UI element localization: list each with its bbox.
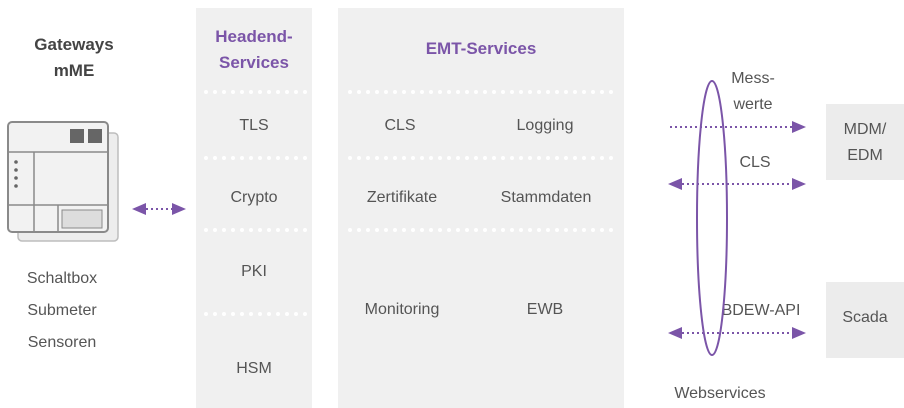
cls-arrow xyxy=(668,178,806,190)
headend-title-line1: Headend- xyxy=(215,27,293,46)
emt-item-zertifikate: Zertifikate xyxy=(366,189,438,206)
emt-services-panel xyxy=(338,8,624,408)
gateways-title-line2: mME xyxy=(53,61,95,80)
messwerte-line1: Mess- xyxy=(731,70,775,87)
mdm-edm-box xyxy=(826,104,904,180)
gateway-arrow xyxy=(132,203,186,215)
emt-title: EMT-Services xyxy=(425,39,537,58)
messwerte-label: Mess- werte xyxy=(722,66,784,118)
messwerte-line2: werte xyxy=(733,96,773,113)
bdew-arrow xyxy=(668,327,806,339)
messwerte-arrow xyxy=(670,121,806,133)
bdew-api-label: BDEW-API xyxy=(721,302,801,319)
headend-item-hsm: HSM xyxy=(236,360,272,377)
gateway-label-sensoren: Sensoren xyxy=(27,334,97,351)
gateway-label-submeter: Submeter xyxy=(27,302,97,319)
emt-item-monitoring: Monitoring xyxy=(364,301,440,318)
headend-item-tls: TLS xyxy=(239,117,269,134)
emt-item-cls: CLS xyxy=(384,117,416,134)
headend-item-crypto: Crypto xyxy=(230,189,278,206)
emt-item-stammdaten: Stammdaten xyxy=(500,189,592,206)
headend-title: Headend- Services xyxy=(196,24,312,76)
headend-title-line2: Services xyxy=(219,53,289,72)
gateways-title-line1: Gateways xyxy=(34,35,114,54)
scada-box xyxy=(826,282,904,358)
gateways-title: Gateways mME xyxy=(14,32,134,84)
mdm-line2: EDM xyxy=(847,147,883,164)
mdm-edm-label: MDM/ EDM xyxy=(826,117,904,169)
headend-item-pki: PKI xyxy=(241,263,267,280)
emt-item-logging: Logging xyxy=(516,117,574,134)
scada-label: Scada xyxy=(842,309,888,326)
mdm-line1: MDM/ xyxy=(843,121,887,138)
gateway-label-schaltbox: Schaltbox xyxy=(26,270,98,287)
emt-item-ewb: EWB xyxy=(526,301,564,318)
cls-connection-label: CLS xyxy=(739,154,771,171)
webservices-label: Webservices xyxy=(674,385,766,402)
headend-services-panel xyxy=(196,8,312,408)
